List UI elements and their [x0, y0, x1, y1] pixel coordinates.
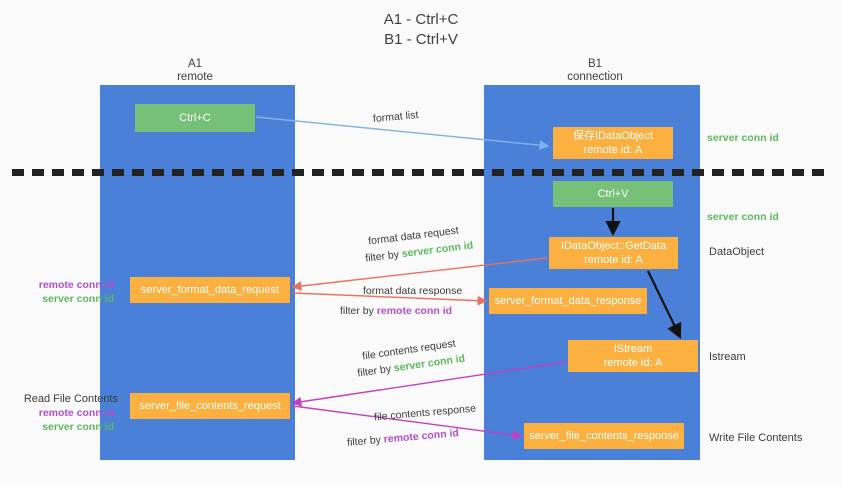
filter-prefix: filter by [346, 433, 385, 449]
box-getdata-line1: IDataObject::GetData [560, 240, 667, 252]
page-title: A1 - Ctrl+C B1 - Ctrl+V [0, 10, 842, 50]
box-server-format-data-response[interactable]: server_format_data_response [489, 288, 647, 314]
box-getdata-line2: remote id: A [584, 254, 643, 266]
box-idataobject-line2: remote id: A [583, 144, 643, 156]
label-istream: Istream [709, 351, 746, 363]
box-server-file-contents-response-label: server_file_contents_response [529, 430, 679, 442]
filter-prefix: filter by [356, 362, 395, 380]
box-istream-line1: IStream [613, 343, 653, 355]
title-line-2: B1 - Ctrl+V [384, 31, 458, 48]
filter-prefix: filter by [340, 305, 377, 317]
filter-prefix: filter by [364, 248, 403, 265]
box-server-format-data-response-label: server_format_data_response [494, 295, 642, 307]
box-ctrl-c-label: Ctrl+C [179, 112, 211, 124]
filter-value-remote-conn-id: remote conn id [383, 427, 460, 446]
label-server-conn-id-top: server conn id [707, 132, 779, 144]
annotation-format-list: format list [372, 109, 419, 125]
label-left-conn-ids-mid: remote conn id server conn id [6, 278, 114, 306]
box-idataobject-line1: 保存IDataObject [572, 130, 654, 142]
column-a1-role: remote [177, 71, 213, 83]
label-left-conn-ids-bottom: remote conn id server conn id [6, 406, 114, 434]
box-ctrl-v-label: Ctrl+V [597, 188, 629, 200]
column-a1-name: A1 [187, 58, 203, 70]
box-istream[interactable]: IStream remote id: A [568, 340, 698, 372]
column-header-b1: B1 connection [520, 58, 670, 84]
label-server-conn-id-mid: server conn id [707, 211, 779, 223]
label-remote-conn-id-mid: remote conn id [38, 279, 114, 291]
annotation-format-data-response-filter: filter by remote conn id [340, 304, 452, 319]
box-ctrl-c[interactable]: Ctrl+C [135, 104, 255, 132]
annotation-file-contents-response-filter: filter by remote conn id [347, 426, 460, 451]
annotation-format-data-response: format data response [363, 285, 463, 297]
label-server-conn-id-left-bottom: server conn id [42, 421, 114, 433]
label-dataobject: DataObject [709, 246, 765, 258]
box-ctrl-v[interactable]: Ctrl+V [553, 181, 673, 207]
box-idataobject[interactable]: 保存IDataObject remote id: A [553, 127, 673, 159]
column-b1-role: connection [567, 71, 623, 83]
box-server-format-data-request[interactable]: server_format_data_request [130, 277, 290, 303]
box-istream-line2: remote id: A [603, 357, 663, 369]
box-server-file-contents-request-label: server_file_contents_request [139, 400, 281, 412]
label-remote-conn-id-bottom: remote conn id [38, 407, 114, 419]
column-b1-name: B1 [587, 58, 603, 70]
box-idataobject-getdata[interactable]: IDataObject::GetData remote id: A [549, 237, 678, 269]
annotation-file-contents-response: file contents response [373, 402, 477, 424]
label-write-file-contents: Write File Contents [709, 432, 803, 444]
label-read-file-contents: Read File Contents [23, 393, 118, 405]
divider-dashed-line [12, 169, 830, 176]
title-line-1: A1 - Ctrl+C [383, 11, 459, 28]
column-header-a1: A1 remote [120, 58, 270, 84]
box-server-file-contents-request[interactable]: server_file_contents_request [130, 393, 290, 419]
filter-value-remote-conn-id: remote conn id [376, 305, 453, 317]
box-server-format-data-request-label: server_format_data_request [140, 284, 280, 296]
box-server-file-contents-response[interactable]: server_file_contents_response [524, 423, 684, 449]
label-server-conn-id-left-mid: server conn id [42, 293, 114, 305]
